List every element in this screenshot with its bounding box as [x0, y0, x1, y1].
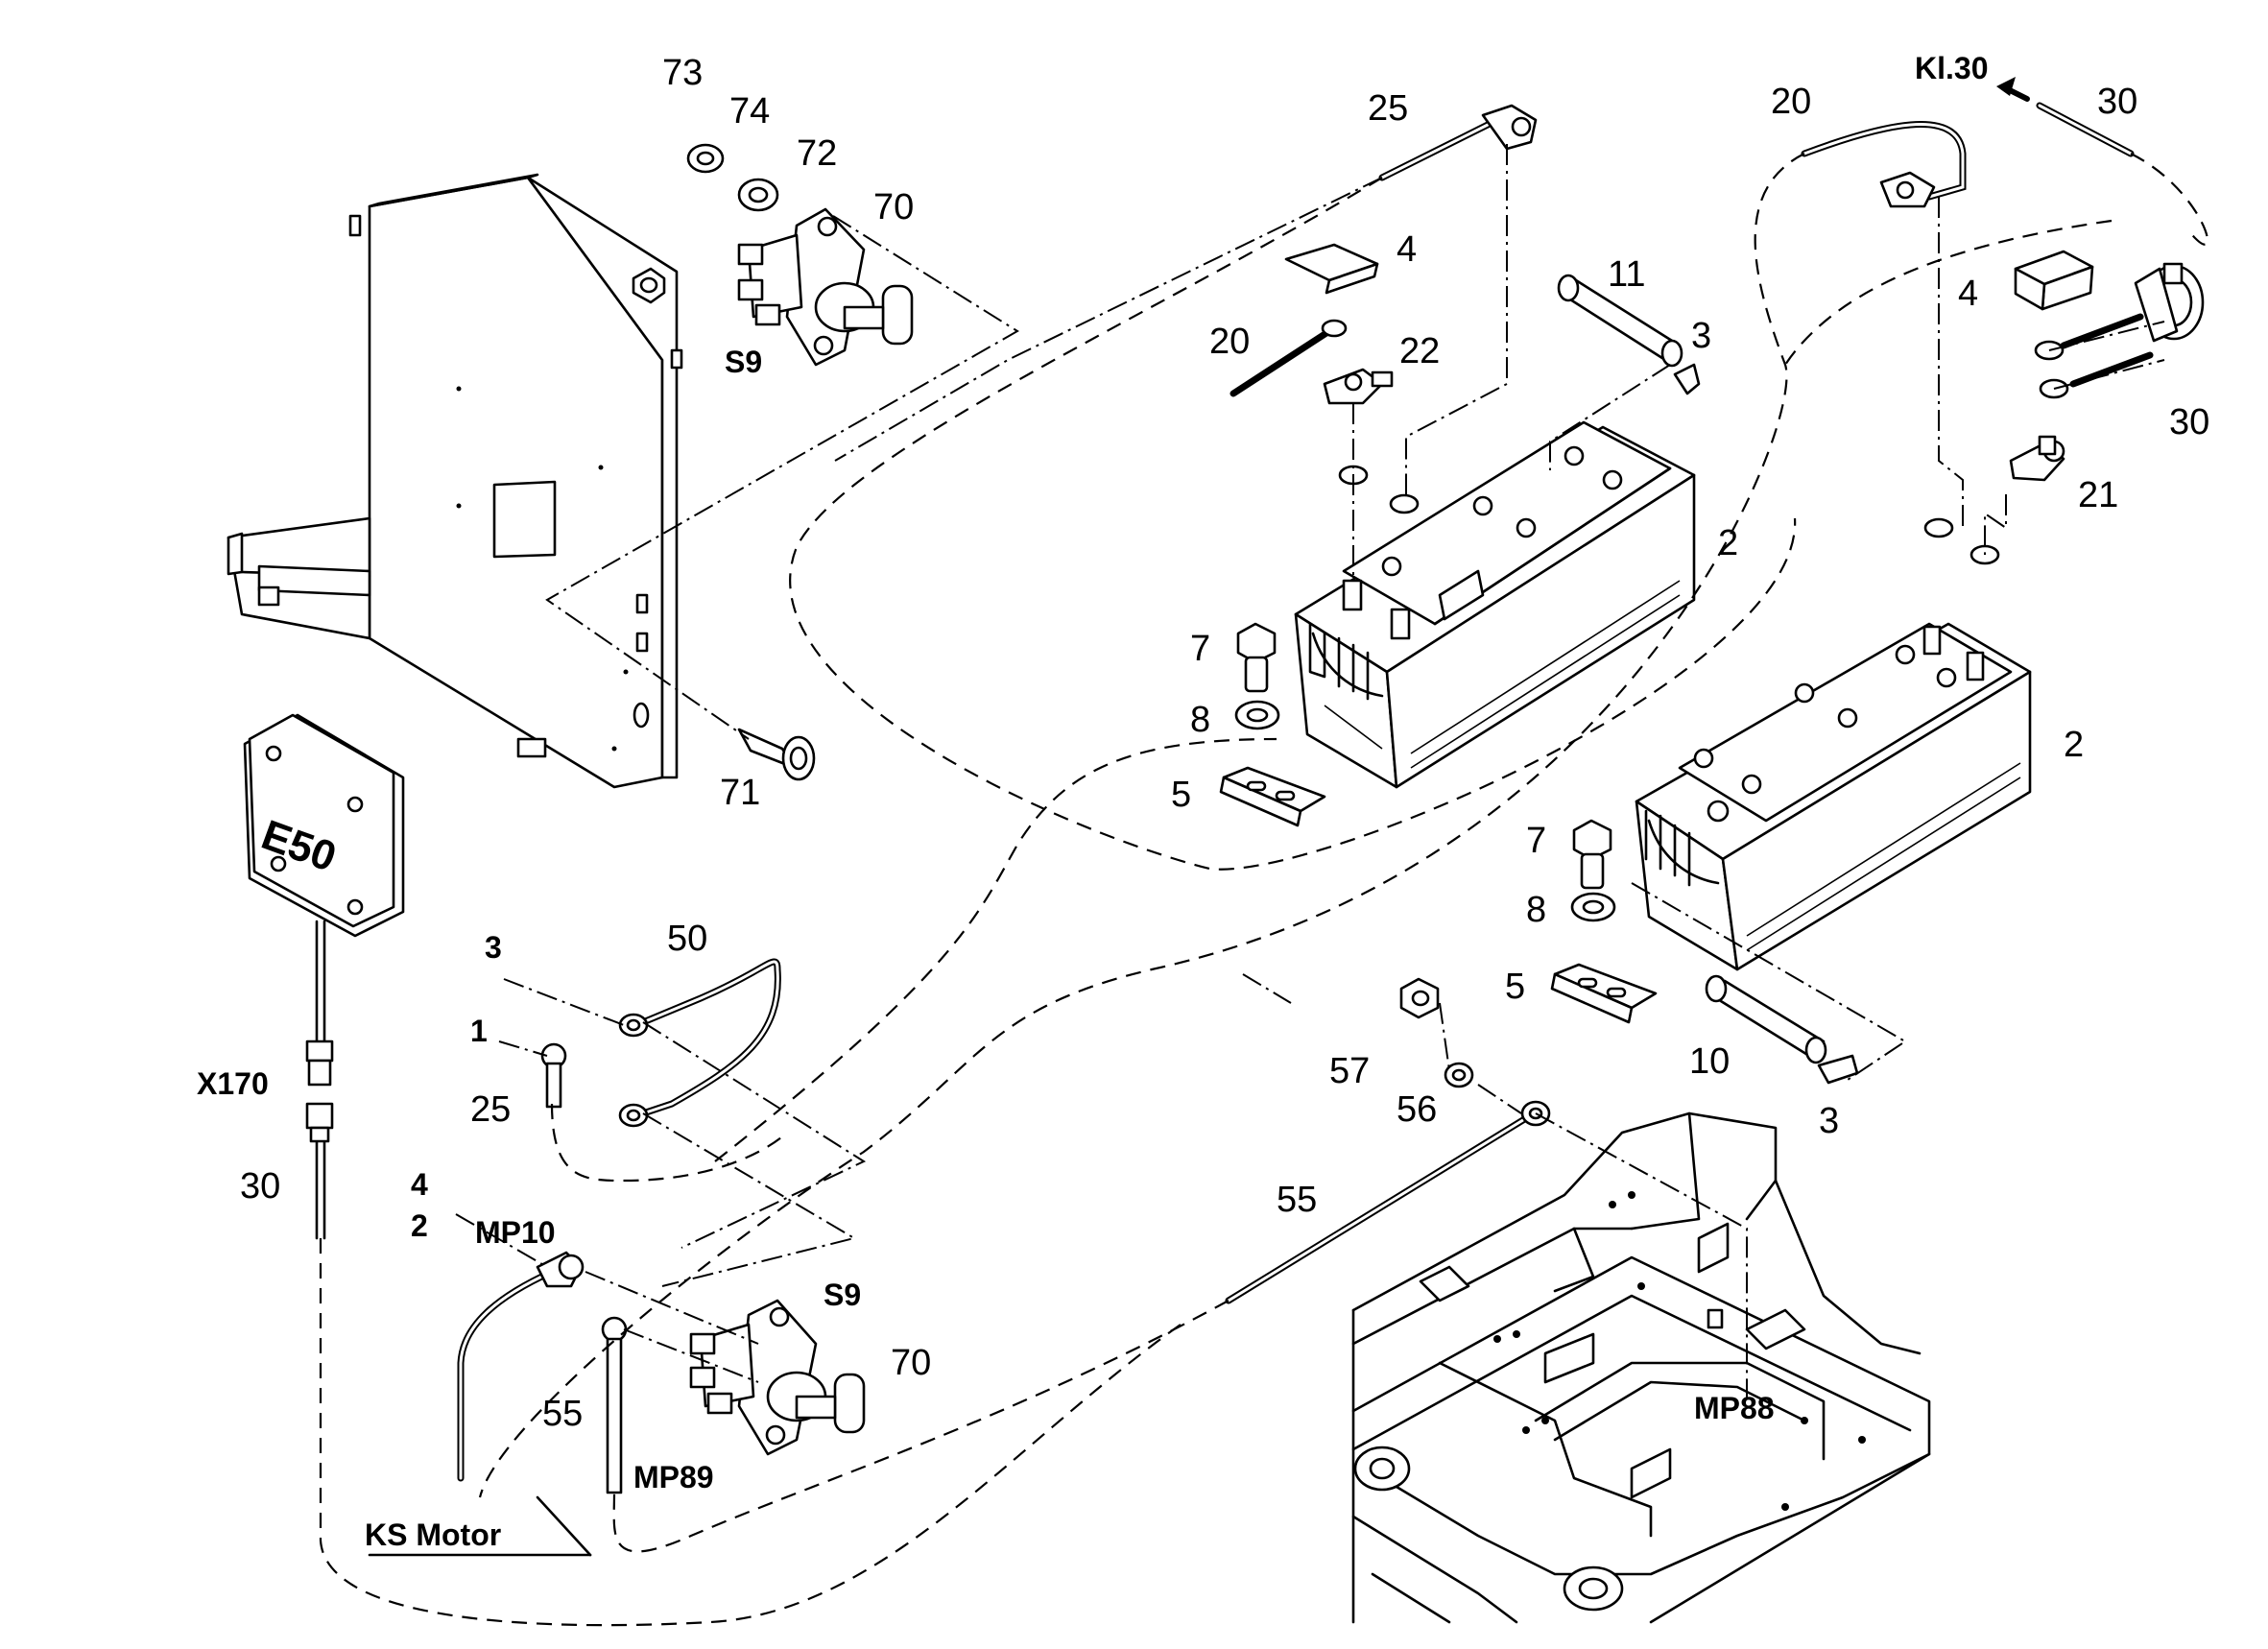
battery-upper [1294, 420, 1696, 789]
ks-motor-callout [368, 1495, 592, 1557]
label-2-upper: 2 [1718, 523, 1738, 563]
cable-30-kl30 [1996, 77, 2135, 157]
cable-50 [540, 958, 781, 1128]
label-7-lower: 7 [1526, 821, 1546, 861]
label-30-left: 30 [240, 1166, 280, 1207]
bolt-71 [737, 728, 816, 781]
cable-25-upper [1378, 104, 1538, 181]
control-cabinet [227, 173, 683, 789]
vent-hoses [1557, 274, 1859, 1085]
terminal-clamps [1229, 319, 2065, 565]
label-ks-motor: KS Motor [365, 1518, 501, 1552]
label-30-right: 30 [2169, 402, 2209, 442]
label-s9-lower: S9 [824, 1278, 861, 1312]
label-x170: X170 [197, 1066, 269, 1101]
label-10: 10 [1689, 1041, 1730, 1082]
battery-right [1635, 622, 2032, 971]
label-kl30: Kl.30 [1915, 51, 1988, 85]
battery-key-switch-upper [632, 143, 914, 367]
label-11: 11 [1608, 254, 1645, 295]
label-22: 22 [1399, 331, 1440, 371]
label-30-top: 30 [2097, 82, 2137, 122]
label-21: 21 [2078, 475, 2118, 515]
wire-routes [319, 153, 2209, 1627]
part-labels: 73 74 72 70 S9 71 25 4 20 22 11 3 2 7 8 … [197, 51, 2209, 1552]
label-8-lower: 8 [1526, 890, 1546, 930]
terminal-covers [1284, 243, 2094, 311]
label-2-right: 2 [2064, 725, 2084, 765]
label-74: 74 [729, 91, 770, 131]
label-56: 56 [1397, 1089, 1437, 1130]
e50-module [243, 713, 405, 1240]
label-3-lower: 3 [1819, 1101, 1839, 1141]
label-50: 50 [667, 919, 707, 959]
chassis-frame [1351, 1111, 1931, 1624]
label-72: 72 [797, 133, 837, 174]
label-55-right: 55 [1277, 1180, 1317, 1220]
label-s9-upper: S9 [725, 345, 762, 379]
label-mp88: MP88 [1694, 1391, 1775, 1425]
label-71: 71 [720, 773, 760, 813]
label-5-upper: 5 [1171, 775, 1191, 815]
label-7-upper: 7 [1190, 629, 1210, 669]
label-4-upper: 4 [1397, 229, 1417, 270]
label-5-lower: 5 [1505, 967, 1525, 1007]
label-25-left: 25 [470, 1089, 511, 1130]
label-2-left: 2 [411, 1208, 428, 1243]
label-55-left: 55 [542, 1394, 583, 1434]
label-73: 73 [662, 53, 703, 93]
label-3-left: 3 [485, 930, 502, 965]
label-70-lower: 70 [891, 1343, 931, 1383]
hold-down-hardware-upper [1219, 622, 1326, 827]
label-25-upper: 25 [1368, 88, 1408, 129]
label-1: 1 [470, 1014, 488, 1048]
label-20-right: 20 [1771, 82, 1811, 122]
label-57: 57 [1329, 1051, 1370, 1091]
label-4-left: 4 [411, 1167, 428, 1202]
hold-down-hardware-lower [1550, 819, 1658, 1024]
main-disconnect-switch [2034, 262, 2205, 399]
label-3-upper: 3 [1691, 316, 1711, 356]
label-8-upper: 8 [1190, 700, 1210, 740]
label-mp89: MP89 [633, 1460, 714, 1494]
label-mp10: MP10 [475, 1215, 556, 1250]
label-20-upper: 20 [1209, 322, 1250, 362]
label-4-right: 4 [1958, 274, 1978, 314]
leader-lines [455, 144, 2165, 1401]
label-70-upper: 70 [873, 187, 914, 227]
cable-20-right [1801, 121, 1967, 208]
battery-key-switch-lower [457, 1251, 866, 1494]
ground-cable-55 [1225, 977, 1551, 1304]
